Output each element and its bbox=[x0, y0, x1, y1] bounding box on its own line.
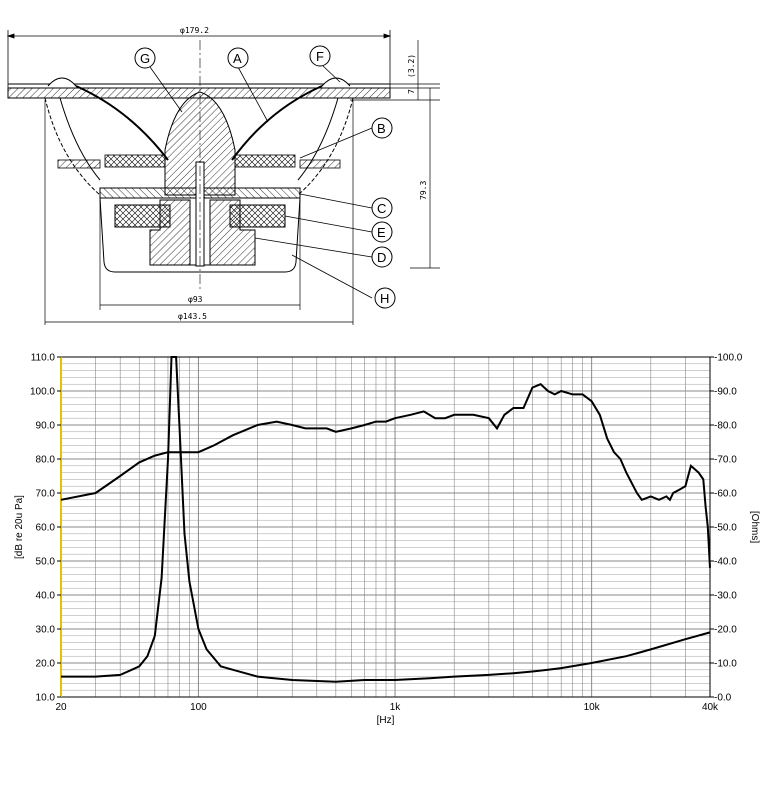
terminal-right bbox=[299, 159, 341, 169]
y-tick-label: 110.0 bbox=[31, 353, 56, 364]
y-tick-label: 30.0 bbox=[36, 625, 56, 636]
yoke bbox=[149, 199, 256, 266]
svg-text:H: H bbox=[380, 291, 389, 306]
cone-left bbox=[75, 85, 169, 161]
surround-left bbox=[47, 77, 77, 87]
y-tick-label: 90.0 bbox=[36, 421, 56, 432]
y2-tick-label: -70.0 bbox=[714, 455, 737, 466]
terminal-left bbox=[57, 159, 101, 169]
spider-left bbox=[104, 154, 166, 168]
dim-outer-diameter-label: φ179.2 bbox=[180, 26, 209, 35]
dim-depth: 79.3 bbox=[419, 181, 428, 200]
x-tick-labels: 20 100 1k 10k 40k bbox=[55, 702, 719, 713]
svg-text:F: F bbox=[316, 49, 324, 64]
speaker-cross-section: φ179.2 (3.2) 7 79.3 bbox=[6, 26, 440, 325]
center-bolt bbox=[195, 161, 205, 267]
y2-tick-labels: -0.0 -10.0 -20.0 -30.0 -40.0 -50.0 -60.0 -70.0 -… bbox=[710, 353, 743, 704]
callout-d: D bbox=[371, 246, 393, 268]
callout-c: C bbox=[371, 197, 393, 219]
cover bbox=[99, 197, 301, 273]
svg-text:D: D bbox=[377, 250, 386, 265]
y2-tick-label: -30.0 bbox=[714, 591, 737, 602]
y-tick-label: 100.0 bbox=[30, 387, 55, 398]
dim-top-small: (3.2) bbox=[407, 54, 416, 78]
y2-tick-label: -40.0 bbox=[714, 557, 737, 568]
y-axis-label: [dB re 20u Pa] bbox=[14, 495, 25, 559]
y-tick-label: 80.0 bbox=[36, 455, 56, 466]
y-tick-label: 40.0 bbox=[36, 591, 56, 602]
y2-tick-label: -90.0 bbox=[714, 387, 737, 398]
callout-b: B bbox=[371, 117, 393, 139]
y2-axis-label: [Ohms] bbox=[749, 511, 760, 543]
svg-text:G: G bbox=[140, 51, 150, 66]
x-tick-label: 40k bbox=[702, 702, 719, 713]
chart-grid bbox=[60, 356, 711, 698]
y2-tick-label: -80.0 bbox=[714, 421, 737, 432]
dim-outer-diameter bbox=[6, 30, 392, 90]
y-tick-labels: 10.0 20.0 30.0 40.0 50.0 60.0 70.0 80.0 90.0 100.… bbox=[30, 353, 61, 704]
x-axis-label: [Hz] bbox=[377, 715, 395, 726]
x-tick-label: 10k bbox=[584, 702, 601, 713]
x-tick-label: 100 bbox=[190, 702, 207, 713]
y2-tick-label: -0.0 bbox=[714, 693, 732, 704]
x-tick-label: 20 bbox=[55, 702, 67, 713]
callout-e: E bbox=[371, 221, 393, 243]
dim-basket-diameter: φ143.5 bbox=[178, 312, 207, 321]
y-tick-label: 10.0 bbox=[36, 693, 56, 704]
callout-g: G bbox=[134, 47, 156, 69]
callout-f: F bbox=[309, 45, 331, 67]
y-tick-label: 70.0 bbox=[36, 489, 56, 500]
y-tick-label: 50.0 bbox=[36, 557, 56, 568]
svg-text:A: A bbox=[233, 51, 242, 66]
svg-text:B: B bbox=[377, 121, 386, 136]
svg-text:C: C bbox=[377, 201, 386, 216]
callout-h: H bbox=[374, 287, 396, 309]
svg-text:E: E bbox=[377, 225, 386, 240]
x-tick-label: 1k bbox=[390, 702, 402, 713]
callout-a: A bbox=[227, 47, 249, 69]
series-impedance-line bbox=[61, 356, 711, 683]
series-spl-line bbox=[60, 383, 711, 568]
surround-right bbox=[321, 77, 351, 87]
y2-tick-label: -60.0 bbox=[714, 489, 737, 500]
spider-right bbox=[234, 154, 296, 168]
y-tick-label: 20.0 bbox=[36, 659, 56, 670]
y2-tick-label: -20.0 bbox=[714, 625, 737, 636]
y2-tick-label: -10.0 bbox=[714, 659, 737, 670]
cone-right bbox=[231, 85, 323, 161]
dim-magnet-diameter: φ93 bbox=[188, 295, 203, 304]
callout-leaders bbox=[149, 64, 373, 299]
y2-tick-label: -100.0 bbox=[714, 353, 743, 364]
dim-flange: 7 bbox=[407, 89, 416, 94]
frequency-response-chart: 20 100 1k 10k 40k 10.0 20.0 30.0 40.0 50.0 60.0 70… bbox=[14, 353, 760, 727]
y-tick-label: 60.0 bbox=[36, 523, 56, 534]
y2-tick-label: -50.0 bbox=[714, 523, 737, 534]
dim-right-lines bbox=[350, 40, 440, 269]
